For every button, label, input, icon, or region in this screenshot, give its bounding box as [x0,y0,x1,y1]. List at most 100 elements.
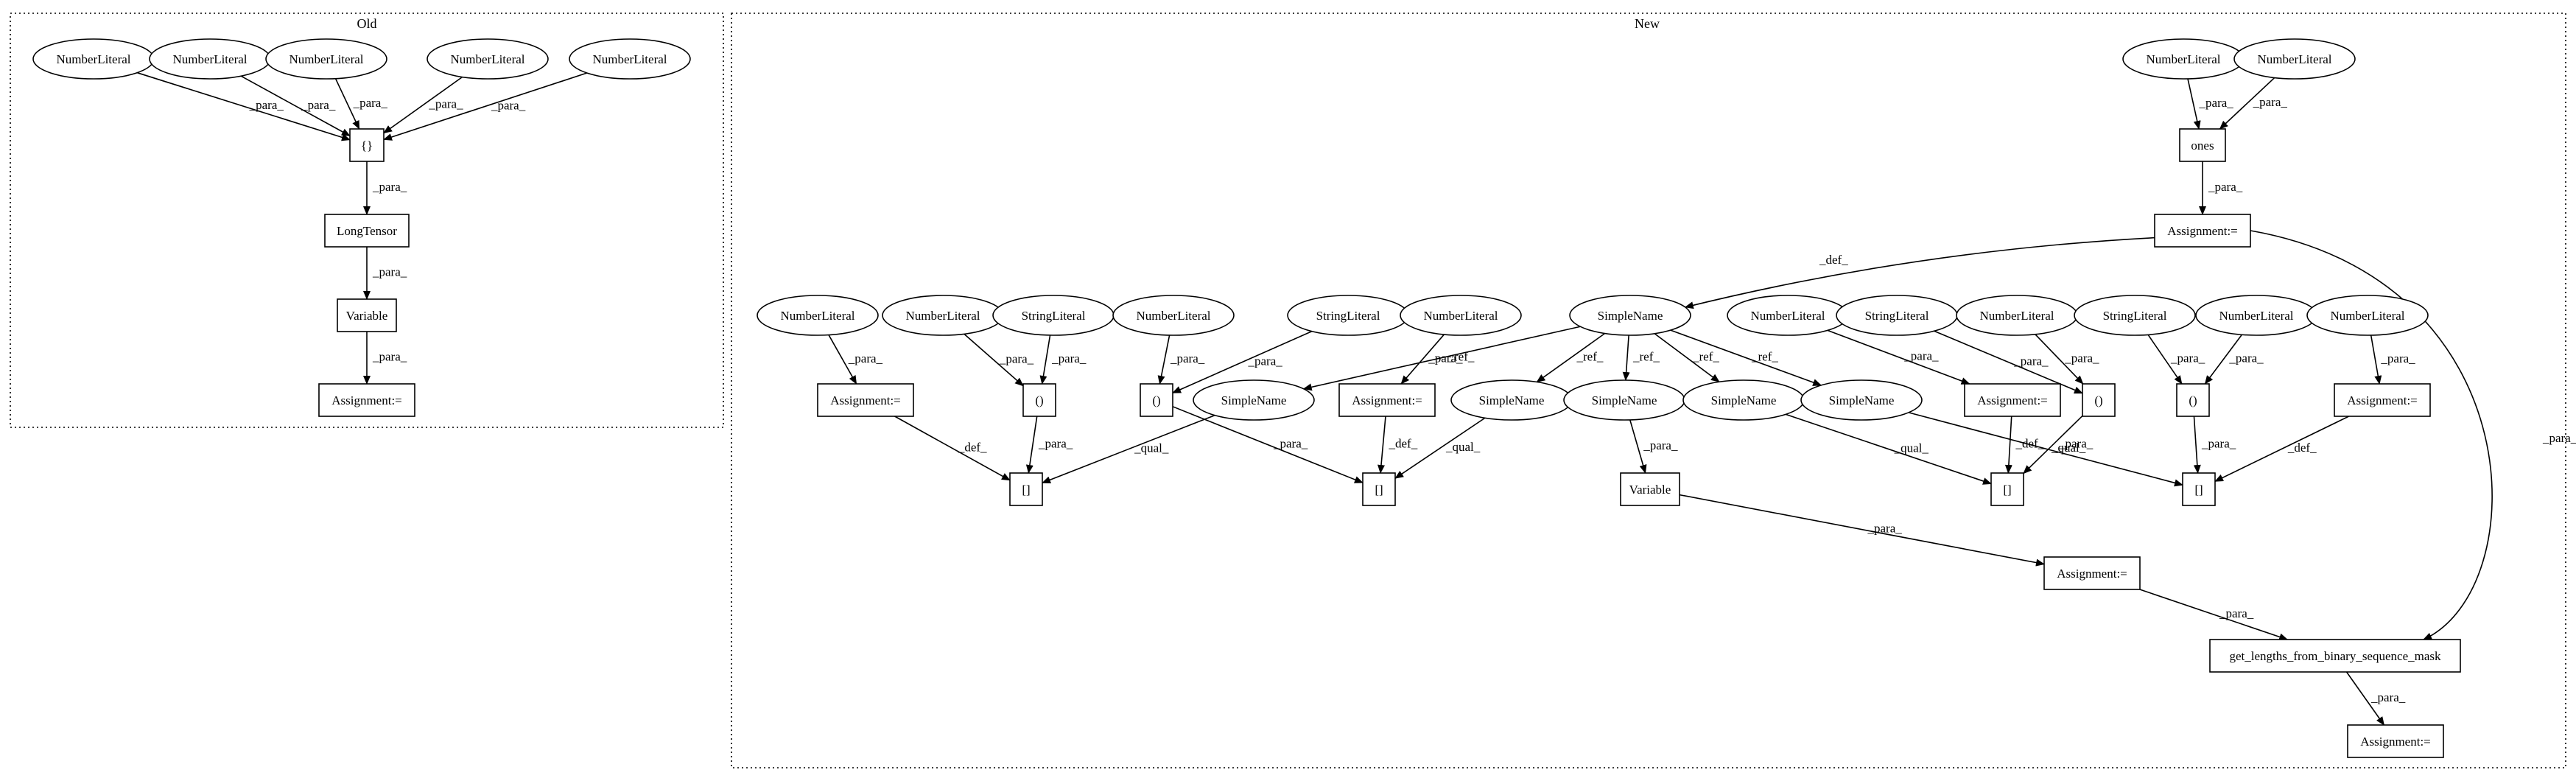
edge-label: _def_ [1389,437,1418,451]
edge-n_asg4-to-n_idx4: _def_ [2214,416,2350,483]
edge-label: _para_ [1903,349,1939,363]
edge-line [2370,335,2382,385]
edge-n_nl_h-to-n_asg4: _para_ [2370,335,2415,385]
node-label: () [2189,393,2197,407]
node-n_asg_top: Assignment:= [2154,214,2251,248]
node-n_ones: ones [2179,128,2226,162]
cluster-label: New [1635,16,1660,31]
edge-line [2250,230,2493,640]
node-shape [2176,383,2210,417]
edge-n_sl_f-to-n_paren3: _para_ [1934,330,2083,394]
edge-line [1400,334,1445,385]
edge-line [240,75,351,137]
edge-n_sl_c-to-n_paren2: _para_ [1172,330,1313,394]
node-shape [349,128,385,162]
edge-n_nl_e-to-n_asg3: _para_ [1827,329,1970,385]
cluster-border [731,13,2566,768]
node-n_sn3: SimpleName [1563,379,1685,421]
edge-n_ones-to-n_asg_top: _para_ [2199,161,2243,215]
node-shape [1022,383,1056,417]
node-shape [2179,128,2226,162]
cluster-label: Old [357,16,377,31]
edge-line [894,416,1011,481]
edge-n_nl_b-to-n_paren1: _para_ [964,333,1034,387]
node-n_asg1: Assignment:= [817,383,914,417]
node-shape [2074,295,2196,336]
edge-label: _qual_ [1894,441,1929,455]
edge-line [1622,335,1630,382]
node-label: Assignment:= [2167,224,2238,238]
node-o_n4: NumberLiteral [427,38,549,80]
edge-line [2187,78,2201,130]
edge-n_asg3-to-n_idx3: _def_ [2004,416,2045,474]
edge-line [1934,330,2083,394]
edge-line [1302,326,1581,391]
node-shape [2082,383,2116,417]
edge-n_paren2-to-n_idx2: _para_ [1172,406,1364,483]
node-shape [318,383,415,417]
node-n_paren3: () [2082,383,2116,417]
node-n_paren2: () [1140,383,1173,417]
node-shape [1338,383,1436,417]
edge-label: _para_ [2170,351,2205,365]
node-o_lt: LongTensor [324,214,410,248]
node-shape [1112,295,1235,336]
edge-label: _para_ [372,265,407,279]
edge-label: _ref_ [1751,350,1778,364]
edge-line [383,72,588,141]
node-o_n3: NumberLiteral [265,38,387,80]
node-shape [1964,383,2061,417]
edge-line [1908,412,2183,487]
node-label: NumberLiteral [1750,309,1825,323]
cluster-new: New [731,13,2566,768]
edge-label: _qual_ [2051,441,2086,455]
node-n_nl_a: NumberLiteral [757,295,879,336]
edge-line [2023,415,2083,474]
edge-line [2139,589,2289,641]
node-n_asg4: Assignment:= [2334,383,2431,417]
node-shape [337,298,397,332]
node-label: NumberLiteral [592,52,667,66]
edge-label: _para_ [2542,431,2576,445]
node-n_idx1: [] [1009,472,1043,506]
edge-label: _para_ [1273,437,1308,451]
node-label: [] [2194,483,2203,497]
cluster-border [10,13,724,428]
node-o_n1: NumberLiteral [32,38,155,80]
edge-line [1157,335,1171,385]
edge-line [2219,77,2275,130]
edge-line [1654,333,1720,382]
node-label: LongTensor [337,224,397,238]
edge-o_n2-to-o_arr: _para_ [240,75,351,137]
edge-line [1378,416,1386,474]
node-n_nl_ones2: NumberLiteral [2233,38,2356,80]
node-o_arr: {} [349,128,385,162]
node-label: Variable [346,309,388,323]
node-label: () [2094,393,2102,407]
node-n_nl_e: NumberLiteral [1727,295,1849,336]
node-shape [1569,295,1691,336]
node-label: SimpleName [1221,393,1287,407]
node-shape [2043,556,2141,590]
node-n_nl_g: NumberLiteral [2195,295,2317,336]
edge-line [1039,335,1051,385]
edge-label: _ref_ [1692,350,1719,364]
edge-line [136,71,351,141]
node-shape [1990,472,2024,506]
edge-n_paren1-to-n_idx1: _para_ [1025,416,1073,474]
node-shape [2209,639,2461,673]
node-label: Assignment:= [1352,393,1422,407]
node-n_paren4: () [2176,383,2210,417]
node-shape [2154,214,2251,248]
edge-label: _para_ [1038,437,1073,451]
node-n_sl_f: StringLiteral [1836,295,1958,336]
node-label: StringLiteral [1316,309,1380,323]
edge-n_sn4-to-n_idx3: _qual_ [1785,413,1992,485]
edge-label: _ref_ [1447,350,1475,364]
node-n_glfbsm: get_lengths_from_binary_sequence_mask [2209,639,2461,673]
edge-label: _para_ [2370,690,2406,704]
node-label: Assignment:= [2347,393,2418,407]
node-label: () [1152,393,1160,407]
node-n_nl_ones1: NumberLiteral [2122,38,2245,80]
